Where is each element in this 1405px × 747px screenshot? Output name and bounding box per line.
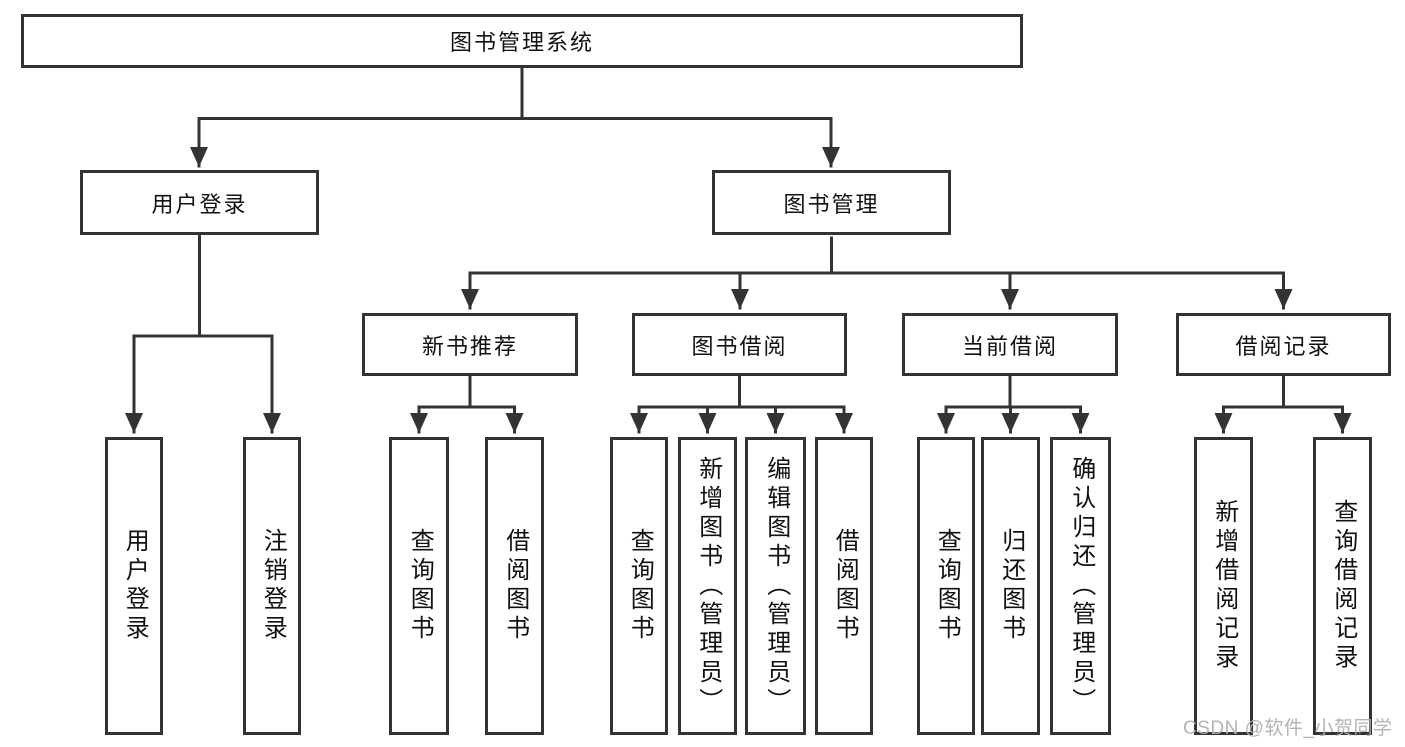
leaf-logout: 注销登录 bbox=[243, 437, 301, 735]
leaf-add-book-admin-label: 新增图书（管理员） bbox=[694, 455, 722, 717]
node-new-book-recommend: 新书推荐 bbox=[362, 313, 578, 376]
leaf-return-book-label: 归还图书 bbox=[997, 528, 1025, 644]
leaf-confirm-return-admin: 确认归还（管理员） bbox=[1050, 437, 1111, 735]
node-book-borrowing-label: 图书借阅 bbox=[691, 333, 788, 359]
leaf-query-book-borrowing: 查询图书 bbox=[610, 437, 668, 735]
leaf-query-book-recommend-label: 查询图书 bbox=[406, 528, 434, 644]
leaf-borrow-book-recommend-label: 借阅图书 bbox=[501, 528, 529, 644]
leaf-borrow-book: 借阅图书 bbox=[815, 437, 873, 735]
node-user-login: 用户登录 bbox=[80, 170, 319, 235]
leaf-query-book-current-label: 查询图书 bbox=[933, 528, 961, 644]
node-borrowing-records: 借阅记录 bbox=[1176, 313, 1391, 376]
leaf-borrow-book-label: 借阅图书 bbox=[831, 528, 859, 644]
node-book-management: 图书管理 bbox=[712, 170, 951, 235]
csdn-watermark: CSDN @软件_小贺同学 bbox=[1183, 718, 1393, 739]
node-book-borrowing: 图书借阅 bbox=[632, 313, 847, 376]
leaf-edit-book-admin-label: 编辑图书（管理员） bbox=[762, 455, 790, 717]
node-new-book-recommend-label: 新书推荐 bbox=[421, 333, 518, 359]
leaf-borrow-book-recommend: 借阅图书 bbox=[485, 437, 544, 735]
leaf-confirm-return-admin-label: 确认归还（管理员） bbox=[1067, 455, 1095, 717]
leaf-logout-label: 注销登录 bbox=[259, 528, 287, 644]
leaf-query-borrow-record-label: 查询借阅记录 bbox=[1329, 499, 1357, 673]
node-root: 图书管理系统 bbox=[21, 14, 1023, 68]
leaf-query-borrow-record: 查询借阅记录 bbox=[1313, 437, 1372, 735]
node-borrowing-records-label: 借阅记录 bbox=[1235, 333, 1332, 359]
leaf-query-book-recommend: 查询图书 bbox=[389, 437, 449, 735]
leaf-query-book-current: 查询图书 bbox=[917, 437, 975, 735]
node-current-borrowing: 当前借阅 bbox=[902, 313, 1118, 376]
leaf-return-book: 归还图书 bbox=[981, 437, 1040, 735]
leaf-user-login: 用户登录 bbox=[105, 437, 163, 735]
leaf-query-book-borrowing-label: 查询图书 bbox=[626, 528, 654, 644]
node-user-login-label: 用户登录 bbox=[151, 191, 248, 217]
node-root-label: 图书管理系统 bbox=[449, 30, 594, 55]
leaf-add-borrow-record-label: 新增借阅记录 bbox=[1210, 499, 1238, 673]
leaf-add-book-admin: 新增图书（管理员） bbox=[678, 437, 737, 735]
leaf-edit-book-admin: 编辑图书（管理员） bbox=[745, 437, 806, 735]
node-book-management-label: 图书管理 bbox=[783, 191, 880, 217]
leaf-add-borrow-record: 新增借阅记录 bbox=[1194, 437, 1253, 735]
node-current-borrowing-label: 当前借阅 bbox=[961, 333, 1058, 359]
leaf-user-login-label: 用户登录 bbox=[121, 528, 149, 644]
